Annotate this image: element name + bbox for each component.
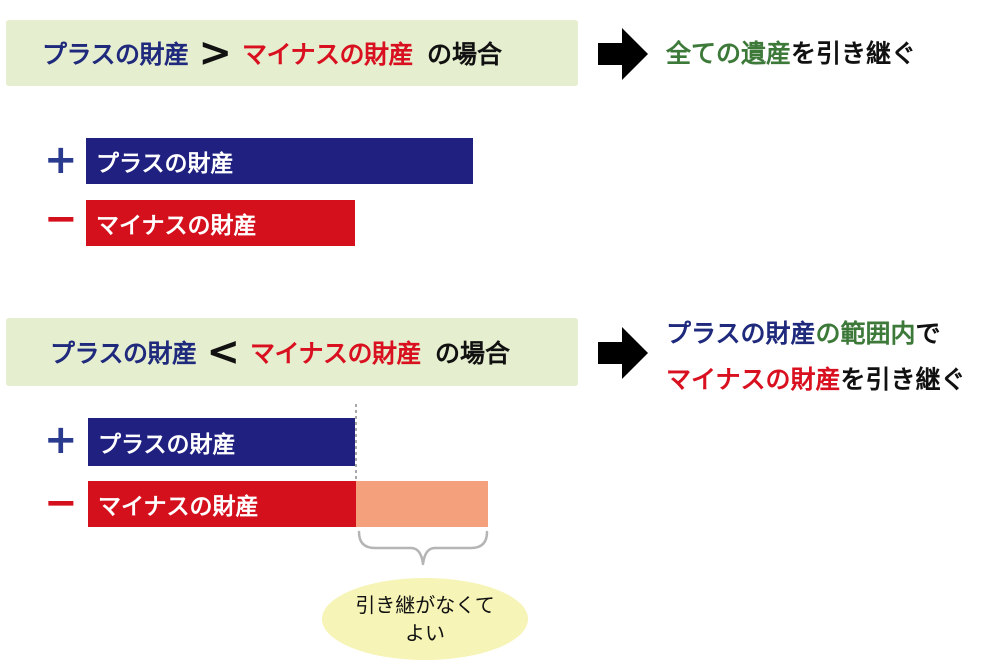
- case2-plus-bar: プラスの財産: [88, 418, 355, 466]
- case2-excess-debt-bar: [356, 481, 488, 527]
- note-line2: よい: [405, 621, 445, 645]
- right-arrow-icon: [598, 327, 648, 379]
- case1-minus-bar-label: マイナスの財産: [96, 213, 257, 239]
- case1-result-highlight: 全ての遺産: [666, 39, 792, 68]
- case1-minus-bar: マイナスの財産: [86, 200, 355, 246]
- case1-plus-bar-label: プラスの財産: [96, 151, 234, 177]
- case2-result-green: の範囲内: [815, 319, 916, 348]
- case1-operator: >: [198, 30, 233, 76]
- case1-condition-suffix: の場合: [427, 40, 503, 69]
- case1-minus-sign: −: [44, 196, 78, 242]
- case2-minus-bar: マイナスの財産: [88, 481, 356, 527]
- case2-condition-left: プラスの財産: [50, 339, 197, 368]
- case2-result-blue: プラスの財産: [666, 319, 816, 348]
- case2-result-line1-rest: で: [915, 319, 941, 348]
- case2-operator: <: [206, 329, 241, 375]
- case2-result-line1: プラスの財産の範囲内で: [666, 314, 941, 350]
- case2-minus-bar-label: マイナスの財産: [98, 494, 259, 520]
- right-arrow-icon: [598, 28, 648, 80]
- case2-condition-box: プラスの財産 < マイナスの財産 の場合: [6, 318, 578, 386]
- case1-plus-bar: プラスの財産: [86, 138, 473, 184]
- case1-result-rest: を引き継ぐ: [791, 39, 917, 68]
- case1-plus-sign: +: [44, 137, 78, 183]
- case1-condition-right: マイナスの財産: [242, 40, 414, 69]
- note-line1: 引き継がなくて: [355, 593, 495, 617]
- no-inherit-note: 引き継がなくて よい: [322, 578, 528, 660]
- case1-condition-box: プラスの財産 > マイナスの財産 の場合: [6, 20, 578, 86]
- case1-condition-left: プラスの財産: [42, 40, 189, 69]
- case1-result: 全ての遺産を引き継ぐ: [666, 34, 916, 70]
- case2-result-line2: マイナスの財産を引き継ぐ: [666, 360, 966, 396]
- case2-result-line2-rest: を引き継ぐ: [840, 365, 966, 394]
- case2-result-red: マイナスの財産: [666, 365, 841, 394]
- case2-minus-sign: −: [44, 480, 78, 526]
- case2-plus-sign: +: [44, 417, 78, 463]
- case2-plus-bar-label: プラスの財産: [98, 432, 236, 458]
- case2-condition-right: マイナスの財産: [250, 339, 422, 368]
- case2-condition-suffix: の場合: [435, 339, 511, 368]
- curly-brace-icon: [357, 530, 489, 566]
